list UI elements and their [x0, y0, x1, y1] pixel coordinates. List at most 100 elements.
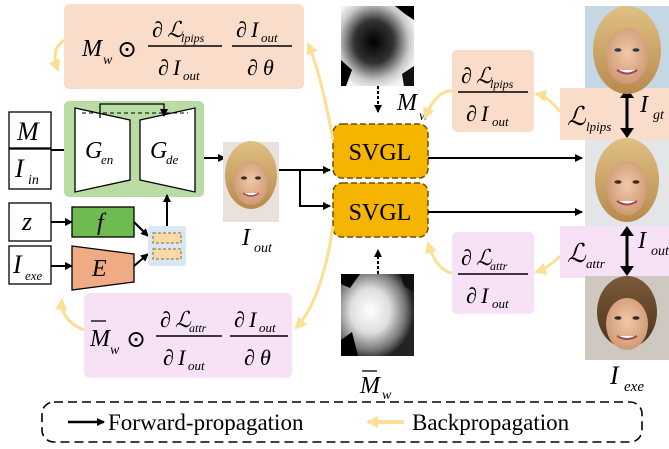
- i-out-label-main: I: [241, 225, 251, 251]
- formula-bottom-i-2: I: [248, 307, 258, 332]
- loss-attr-panel: [560, 226, 669, 278]
- formula-top-partial-2: ∂: [158, 55, 169, 80]
- loss-lpips-symbol: ℒ: [567, 102, 587, 131]
- arrow-e-to-code: [133, 253, 149, 267]
- output-face-image: [223, 141, 279, 222]
- latent-code-box: [148, 226, 186, 266]
- ground-truth-face-image: [585, 6, 669, 94]
- f-block: f: [71, 206, 135, 238]
- formula-top-partial-3: ∂: [236, 17, 247, 42]
- formula-top-theta: θ: [263, 55, 274, 80]
- encoder-block: [74, 107, 131, 193]
- backprop-arrow-attr-to-svgl: [425, 241, 453, 275]
- formula-bottom-i-sub-2: out: [259, 320, 276, 335]
- svgl-bottom-module: SVGL: [332, 182, 429, 238]
- loss-attr-symbol: ℒ: [567, 239, 587, 268]
- exemplar-face-image: [585, 276, 669, 360]
- formula-bottom-theta: θ: [260, 345, 271, 370]
- mask-bottom-label-sub: w: [382, 388, 392, 403]
- formula-top-mask: M: [81, 36, 104, 62]
- e-label: E: [91, 256, 107, 282]
- formula-bottom-partial-3: ∂: [234, 307, 245, 332]
- formula-bottom-i-1: I: [177, 345, 187, 370]
- grad-attr-loss-sub: attr: [490, 259, 508, 273]
- input-z-label: z: [21, 207, 32, 236]
- formula-top-i-sub-2: out: [261, 30, 278, 45]
- svgl-top-module: SVGL: [332, 123, 429, 179]
- grad-attr-loss: ℒ: [476, 245, 493, 270]
- formula-bottom-i-sub-1: out: [188, 358, 205, 373]
- backprop-arrow-loss-attr: [534, 254, 562, 275]
- input-i-exe-box: I exe: [8, 245, 52, 285]
- mask-bottom-image: [341, 274, 414, 356]
- formula-top-loss: ℒ: [167, 17, 184, 42]
- grad-attr-partial-2: ∂: [466, 283, 477, 308]
- svgl-top-label: SVGL: [349, 140, 412, 166]
- input-i-in-main: I: [14, 154, 25, 183]
- grad-lpips-box: ∂ ℒ lpips ∂ I out: [452, 50, 534, 132]
- formula-bottom-loss-sub: attr: [189, 321, 207, 335]
- legend-forward-label: Forward-propagation: [108, 410, 304, 435]
- loss-lpips-sub: lpips: [586, 119, 611, 134]
- skip-connection: [99, 103, 168, 118]
- grad-attr-partial-1: ∂: [461, 245, 472, 270]
- edited-output-face-image: [585, 138, 669, 226]
- legend: Forward-propagation Backpropagation: [41, 401, 643, 443]
- backprop-arrow-lpips-to-svgl: [423, 89, 453, 120]
- backprop-arrow-top-left: [48, 38, 65, 72]
- mask-top-label-main: M: [396, 90, 419, 116]
- input-m-label: M: [16, 117, 40, 146]
- decoder-g: G: [150, 138, 167, 164]
- mask-top-image: [341, 6, 414, 86]
- grad-lpips-partial-2: ∂: [466, 101, 477, 126]
- formula-top-odot: ⊙: [117, 37, 137, 63]
- formula-top-i-sub-1: out: [183, 68, 200, 83]
- grad-attr-i-sub: out: [492, 296, 509, 311]
- formula-bottom-partial-4: ∂: [244, 345, 255, 370]
- i-exe-label-main: I: [609, 361, 620, 390]
- loss-attr-sub: attr: [586, 256, 606, 271]
- legend-backward-label: Backpropagation: [412, 410, 570, 435]
- loss-lpips-panel: [560, 88, 669, 140]
- formula-bottom-panel: M w ⊙ ∂ ℒ attr ∂ I out ∂ I out ∂ θ: [84, 293, 292, 378]
- i-exe-label-sub: exe: [624, 379, 644, 395]
- grad-lpips-i: I: [480, 101, 490, 126]
- input-i-in-box: I in: [8, 148, 52, 190]
- i-gt-sub: gt: [653, 108, 665, 123]
- input-i-in-sub: in: [28, 173, 39, 188]
- formula-bottom-mask-sub: w: [110, 343, 120, 358]
- i-gt-main: I: [639, 92, 649, 118]
- formula-top-partial-1: ∂: [152, 17, 163, 42]
- backprop-arrow-loss-lpips: [534, 89, 562, 113]
- formula-bottom-partial-1: ∂: [160, 307, 171, 332]
- input-i-exe-main: I: [12, 250, 23, 279]
- svgl-bottom-label: SVGL: [349, 200, 412, 226]
- formula-top-mask-sub: w: [103, 53, 113, 68]
- formula-bottom-loss: ℒ: [175, 307, 192, 332]
- arrow-f-to-code: [133, 221, 149, 237]
- i-out-right-main: I: [637, 228, 647, 254]
- mask-bottom-label-main: M: [359, 373, 382, 399]
- f-label: f: [97, 210, 107, 236]
- grad-lpips-i-sub: out: [492, 114, 509, 129]
- backprop-arrow-svgl-bottom: [294, 225, 335, 330]
- i-out-right-sub: out: [651, 244, 669, 259]
- arrow-output-to-svgl-bottom: [299, 170, 331, 210]
- grad-lpips-partial-1: ∂: [461, 63, 472, 88]
- encoder-sub: en: [101, 152, 113, 167]
- backprop-arrow-svgl-top: [306, 42, 335, 141]
- grad-lpips-loss-sub: lpips: [490, 77, 514, 91]
- decoder-sub: de: [166, 152, 179, 167]
- input-m-box: M: [8, 111, 52, 149]
- formula-top-i-1: I: [172, 55, 182, 80]
- input-z-box: z: [8, 202, 52, 242]
- formula-top-panel: M w ⊙ ∂ ℒ lpips ∂ I out ∂ I out ∂ θ: [64, 4, 304, 89]
- formula-bottom-mask: M: [89, 326, 112, 352]
- formula-top-loss-sub: lpips: [181, 31, 205, 45]
- generator-panel: G en G de: [64, 101, 204, 197]
- grad-lpips-loss: ℒ: [476, 63, 493, 88]
- grad-attr-i: I: [480, 283, 490, 308]
- backprop-arrow-bottom-left: [55, 298, 85, 332]
- formula-bottom-odot: ⊙: [126, 327, 146, 353]
